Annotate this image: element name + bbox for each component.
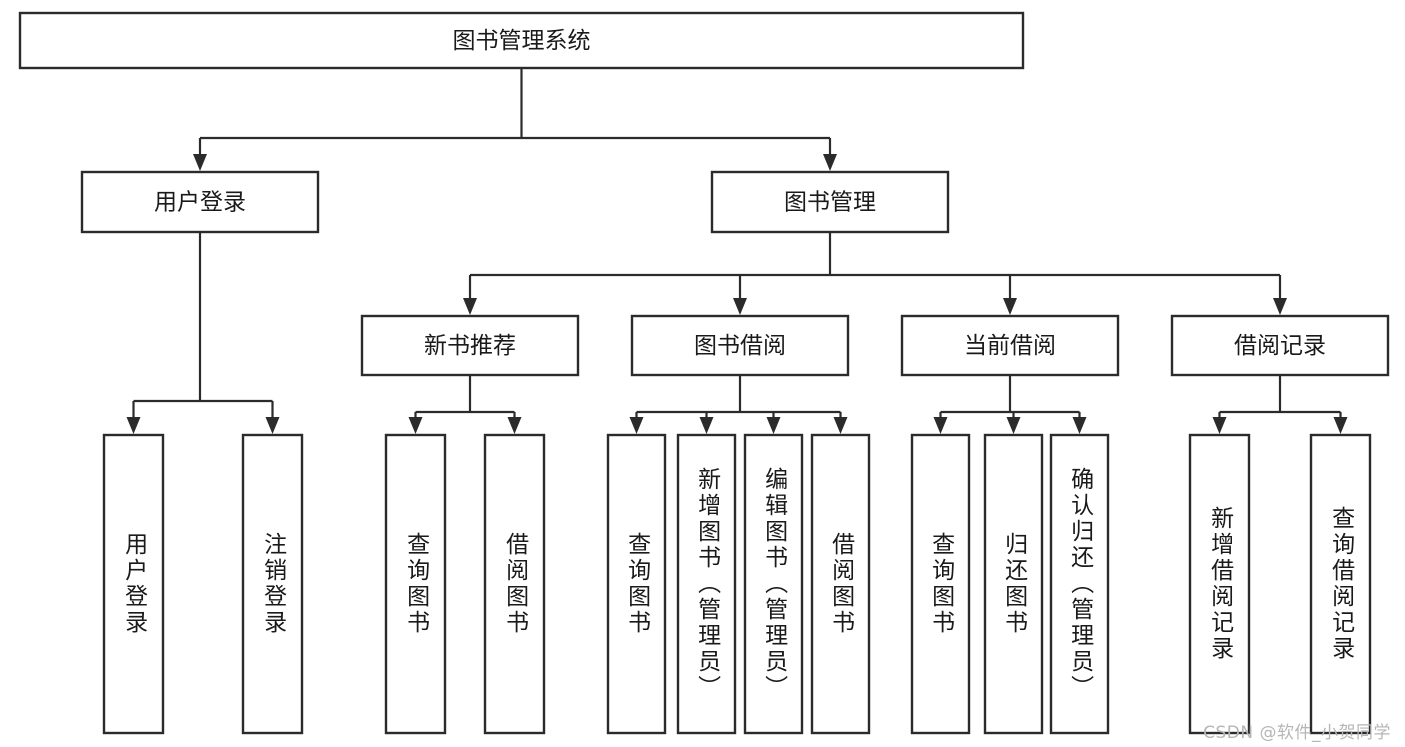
node-box-leaf-query-record[interactable] — [1309, 433, 1372, 735]
arrow-head-icon-leaf-add-record — [1212, 417, 1227, 434]
node-box-leaf-user-logout[interactable] — [241, 433, 304, 735]
arrow-head-icon-user-login — [193, 154, 207, 171]
node-box-leaf-add-record[interactable] — [1188, 433, 1251, 735]
node-label-user-login: 用户登录 — [154, 190, 246, 216]
node-box-leaf-borrow-book-1[interactable] — [483, 433, 546, 735]
arrow-head-icon-leaf-borrow-book-1 — [507, 417, 522, 434]
connector-layer — [126, 68, 1348, 434]
arrow-head-icon-leaf-user-login — [126, 417, 141, 434]
node-box-leaf-query-book-1[interactable] — [384, 433, 447, 735]
node-label-current-borrow: 当前借阅 — [964, 333, 1056, 359]
node-label-new-book-rec: 新书推荐 — [424, 333, 516, 359]
node-box-current-borrow[interactable] — [900, 314, 1120, 377]
node-label-borrow-record: 借阅记录 — [1234, 333, 1326, 359]
arrow-head-icon-leaf-query-record — [1333, 417, 1348, 434]
arrow-head-icon-book-borrow — [733, 298, 747, 315]
node-box-leaf-confirm-return[interactable] — [1049, 433, 1110, 735]
node-box-borrow-record[interactable] — [1170, 314, 1390, 377]
arrow-head-icon-current-borrow — [1003, 298, 1017, 315]
node-box-leaf-query-book-2[interactable] — [606, 433, 667, 735]
node-label-book-borrow: 图书借阅 — [694, 333, 786, 359]
node-box-leaf-user-login[interactable] — [102, 433, 165, 735]
node-label-book-manage: 图书管理 — [784, 190, 876, 216]
node-box-leaf-query-book-3[interactable] — [910, 433, 971, 735]
arrow-head-icon-leaf-user-logout — [265, 417, 280, 434]
csdn-watermark: CSDN @软件_小贺同学 — [1203, 723, 1391, 743]
arrow-head-icon-leaf-add-book — [699, 417, 714, 434]
arrow-head-icon-book-manage — [823, 154, 837, 171]
node-box-leaf-edit-book[interactable] — [743, 433, 804, 735]
arrow-head-icon-leaf-query-book-2 — [629, 417, 644, 434]
arrow-head-icon-leaf-edit-book — [766, 417, 781, 434]
node-label-root: 图书管理系统 — [453, 28, 591, 54]
arrow-head-icon-leaf-query-book-1 — [408, 417, 423, 434]
node-box-root[interactable] — [18, 11, 1025, 70]
arrow-head-icon-leaf-borrow-book-2 — [833, 417, 848, 434]
node-box-book-borrow[interactable] — [630, 314, 850, 377]
node-box-book-manage[interactable] — [710, 170, 950, 234]
node-box-leaf-borrow-book-2[interactable] — [810, 433, 871, 735]
arrow-head-icon-borrow-record — [1273, 298, 1287, 315]
node-box-leaf-return-book[interactable] — [983, 433, 1044, 735]
node-box-leaf-add-book[interactable] — [676, 433, 737, 735]
arrow-head-icon-leaf-return-book — [1006, 417, 1021, 434]
node-box-user-login[interactable] — [80, 170, 320, 234]
node-box-new-book-rec[interactable] — [360, 314, 580, 377]
arrow-head-icon-leaf-query-book-3 — [933, 417, 948, 434]
box-layer — [18, 11, 1390, 735]
arrow-head-icon-leaf-confirm-return — [1072, 417, 1087, 434]
arrow-head-icon-new-book-rec — [463, 298, 477, 315]
